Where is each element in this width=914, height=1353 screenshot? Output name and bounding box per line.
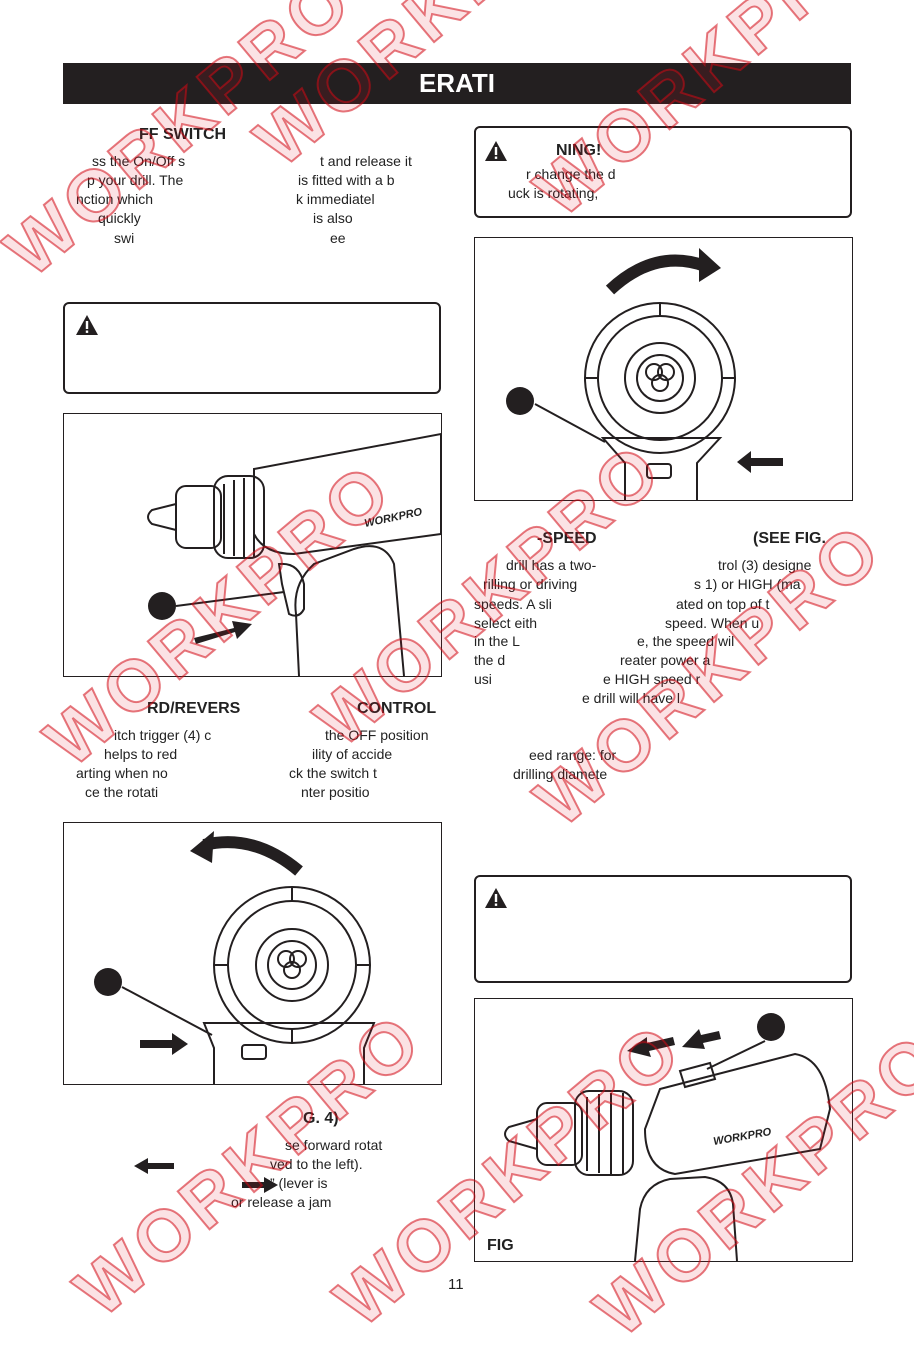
warning-box-bottom-right <box>474 875 852 983</box>
switch-line-2a: p your drill. The <box>87 172 184 188</box>
speed-line-4a: select eith <box>474 615 538 631</box>
switch-line-5a: swi <box>114 230 135 246</box>
reverse-line-4a: ce the rotati <box>85 784 159 800</box>
speed-line-4b: speed. When u <box>665 615 760 631</box>
figure-chuck-reverse <box>63 822 442 1085</box>
reverse-line-2a: helps to red <box>104 746 178 762</box>
speed-extra-1: eed range: for <box>529 747 617 763</box>
switch-heading: FF SWITCH <box>139 126 227 143</box>
reverse-heading-b: CONTROL <box>357 700 437 717</box>
reverse-heading-a: RD/REVERS <box>147 700 241 717</box>
warning-icon <box>76 315 98 335</box>
switch-line-3a: nction which <box>76 191 154 207</box>
speed-extra-2: drilling diamete <box>513 766 608 782</box>
speed-line-5b: e, the speed wil <box>637 633 735 649</box>
speed-line-6a: the d <box>474 652 506 668</box>
speed-line-3b: ated on top of t <box>676 596 770 612</box>
switch-line-2b: is fitted with a b <box>298 172 395 188</box>
fig4-line-4: or release a jam <box>231 1194 332 1210</box>
speed-line-8b: e drill will have l <box>582 690 681 706</box>
speed-line-2a: rilling or driving <box>483 576 578 592</box>
speed-line-7a: usi <box>474 671 492 687</box>
fig4-line-3: ” (lever is <box>270 1175 328 1191</box>
reverse-line-3a: arting when no <box>76 765 168 781</box>
figure-label: FIG <box>487 1237 514 1254</box>
reverse-line-4b: nter positio <box>301 784 370 800</box>
warning-icon <box>485 888 507 908</box>
speed-line-1b: trol (3) designe <box>718 557 812 573</box>
figure-drill-trigger: WORKPRO <box>63 413 442 677</box>
fig4-line-2: ved to the left). <box>270 1156 363 1172</box>
warning-heading: NING! <box>556 142 602 159</box>
switch-line-4b: is also <box>313 210 353 226</box>
speed-line-2b: s 1) or HIGH (ma <box>694 576 801 592</box>
right-arrow-icon <box>242 1177 278 1193</box>
speed-line-6b: reater power a <box>620 652 711 668</box>
warning-icon <box>485 141 507 161</box>
switch-line-1b: t and release it <box>320 153 412 169</box>
chuck-speed-illustration <box>506 248 783 500</box>
switch-line-1a: ss the On/Off s <box>92 153 186 169</box>
warning-box-top-right: NING! r change the d uck is rotating, <box>474 126 852 218</box>
reverse-line-3b: ck the switch t <box>289 765 377 781</box>
reverse-line-2b: ility of accide <box>312 746 393 762</box>
speed-line-5a: in the L <box>474 633 520 649</box>
reverse-line-1a: itch trigger (4) c <box>114 727 212 743</box>
drill-slider-illustration <box>504 1013 832 1261</box>
figure-drill-speed-slider: WORKPRO FIG <box>474 998 853 1262</box>
switch-line-5b: ee <box>330 230 346 246</box>
chuck-front-illustration <box>94 831 376 1084</box>
speed-heading-a: -SPEED <box>537 530 597 547</box>
warning-line-2: uck is rotating, <box>508 185 599 201</box>
warning-box-left <box>63 302 441 394</box>
page-number: 11 <box>448 1276 464 1293</box>
fig4-line-1: se forward rotat <box>285 1137 383 1153</box>
switch-line-3b: k immediatel <box>296 191 375 207</box>
speed-line-3a: speeds. A sli <box>474 596 552 612</box>
speed-line-7b: e HIGH speed r <box>603 671 701 687</box>
watermark-1: WORKPRO <box>0 0 369 293</box>
section-banner: ERATI <box>63 63 851 104</box>
fig4-heading: G. 4) <box>303 1110 339 1127</box>
figure-chuck-speed <box>474 237 853 501</box>
speed-line-1a: drill has a two- <box>506 557 597 573</box>
speed-heading-b: (SEE FIG. <box>753 530 826 547</box>
reverse-line-1b: the OFF position <box>325 727 429 743</box>
warning-line-1: r change the d <box>526 166 616 182</box>
left-arrow-icon <box>134 1158 174 1174</box>
switch-line-4a: quickly <box>98 210 141 226</box>
drill-side-illustration <box>147 432 441 676</box>
